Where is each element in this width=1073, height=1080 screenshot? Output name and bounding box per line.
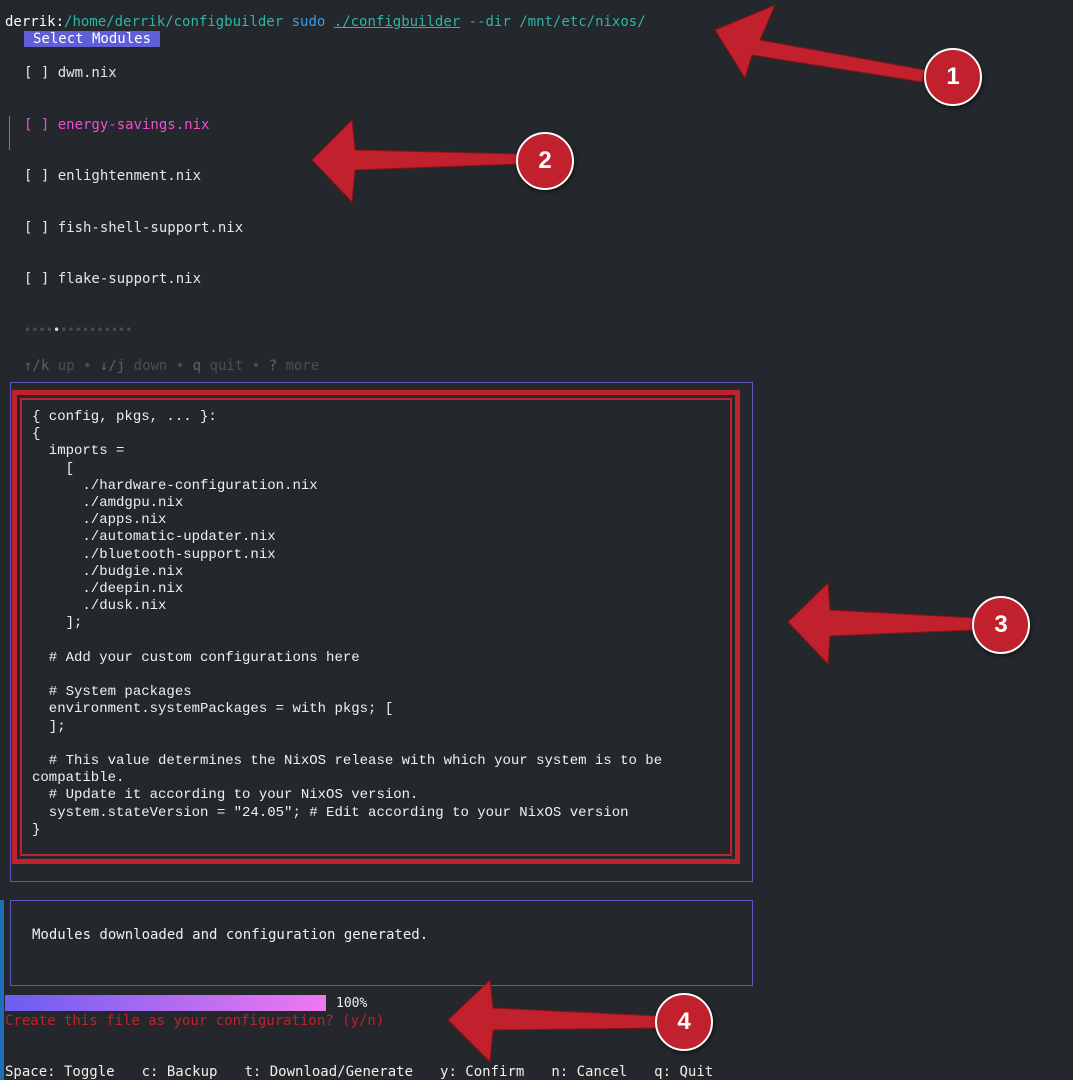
pager-dot: • <box>96 323 104 337</box>
pager-dot: • <box>74 323 82 337</box>
annotation-arrow-3-shape <box>787 581 976 666</box>
annotation-highlight-box <box>12 390 740 864</box>
module-item-energy-savings[interactable]: [ ] energy-savings.nix <box>24 116 209 134</box>
config-preview-code: { config, pkgs, ... }: { imports = [ ./h… <box>32 409 663 838</box>
pagination-dots: ••••••••••••••• <box>24 322 133 338</box>
pager-dot: • <box>38 323 46 337</box>
pager-dot: • <box>89 323 97 337</box>
annotation-arrow-2-shape <box>311 118 519 204</box>
confirm-prompt: Create this file as your configuration? … <box>5 1013 385 1029</box>
help-line: ↑/k up • ↓/j down • q quit • ? more <box>24 357 319 375</box>
progress-label: 100% <box>336 996 368 1011</box>
annotation-arrow-1-shape <box>714 4 926 83</box>
help-separator: • <box>83 358 92 374</box>
keybinding-cancel: n: Cancel <box>551 1064 628 1080</box>
status-message: Modules downloaded and configuration gen… <box>32 927 429 943</box>
pager-dot: • <box>103 323 111 337</box>
help-separator: • <box>175 358 185 374</box>
module-item-fish-shell-support[interactable]: [ ] fish-shell-support.nix <box>24 219 243 237</box>
module-item-label: [ ] enlightenment.nix <box>24 168 202 184</box>
progress-bar-fill <box>5 995 326 1011</box>
progress-bar <box>5 995 326 1011</box>
prompt-sudo: sudo <box>291 14 326 30</box>
prompt-user: derrik: <box>5 14 65 30</box>
keybinding-quit: q: Quit <box>654 1064 714 1080</box>
pager-dot: • <box>24 323 32 337</box>
module-item-label: [ ] energy-savings.nix <box>24 117 210 133</box>
left-accent-bar <box>0 900 4 1080</box>
annotation-highlight-box-inner <box>20 398 732 856</box>
module-item-flake-support[interactable]: [ ] flake-support.nix <box>24 270 201 288</box>
pager-dot: • <box>118 323 126 337</box>
pager-dot: • <box>67 323 75 337</box>
keybinding-bar: Space: Toggle c: Backup t: Download/Genera… <box>5 1063 713 1080</box>
pager-dot: • <box>45 323 53 337</box>
help-key-up: ↑/k <box>24 358 50 374</box>
page-title: Select Modules <box>24 31 161 47</box>
selection-cursor-bar <box>9 116 10 150</box>
pager-dot: • <box>81 323 90 337</box>
module-item-enlightenment[interactable]: [ ] enlightenment.nix <box>24 167 201 185</box>
help-down: down <box>133 358 168 374</box>
prompt-executable: ./configbuilder <box>333 14 461 30</box>
help-key-more: ? <box>268 358 278 374</box>
config-preview-panel <box>10 382 753 882</box>
annotation-badge-4: 4 <box>655 993 713 1051</box>
shell-prompt: derrik:/home/derrik/configbuilder sudo .… <box>5 13 646 31</box>
help-key-quit: q <box>192 358 202 374</box>
module-item-dwm[interactable]: [ ] dwm.nix <box>24 64 117 82</box>
help-separator: • <box>251 358 261 374</box>
keybinding-download-generate: t: Download/Generate <box>244 1064 414 1080</box>
pager-dot: • <box>110 323 119 337</box>
pager-dot: • <box>31 323 39 337</box>
annotation-badge-1: 1 <box>924 48 982 106</box>
prompt-path: /home/derrik/configbuilder <box>64 14 284 30</box>
help-quit: quit <box>209 358 244 374</box>
module-item-label: [ ] dwm.nix <box>24 65 117 81</box>
annotation-badge-3: 3 <box>972 596 1030 654</box>
pager-dot: • <box>60 323 68 337</box>
prompt-args: --dir /mnt/etc/nixos/ <box>468 14 646 30</box>
keybinding-backup: c: Backup <box>141 1064 218 1080</box>
module-item-label: [ ] flake-support.nix <box>24 271 202 287</box>
pager-dot: • <box>125 323 133 337</box>
keybinding-confirm: y: Confirm <box>440 1064 525 1080</box>
module-item-label: [ ] fish-shell-support.nix <box>24 220 244 236</box>
help-more: more <box>285 358 320 374</box>
status-panel <box>10 900 753 986</box>
keybinding-toggle: Space: Toggle <box>5 1064 115 1080</box>
pager-dot: • <box>52 323 61 337</box>
annotation-arrow-4-shape <box>447 978 659 1064</box>
annotation-badge-2: 2 <box>516 132 574 190</box>
help-key-down: ↓/j <box>99 358 126 374</box>
help-up: up <box>57 358 75 374</box>
